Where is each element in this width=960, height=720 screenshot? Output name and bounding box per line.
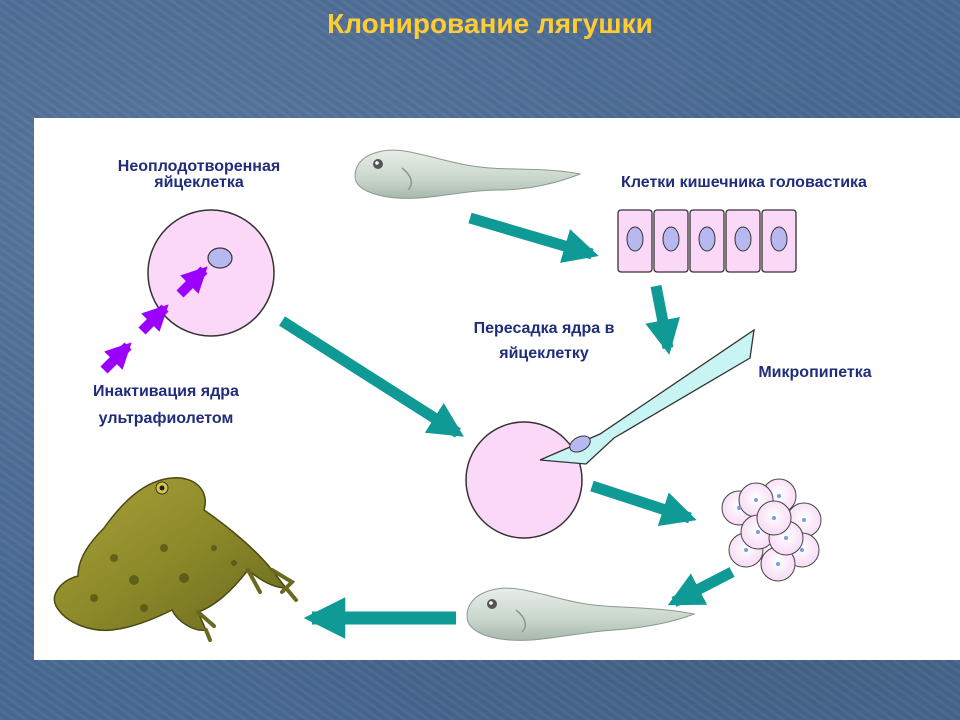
diagram-panel: Неоплодотворенная яйцеклетка Клетки кише… <box>34 118 960 660</box>
label-transplant-line1: Пересадка ядра в <box>473 320 615 337</box>
uv-arrows <box>100 266 208 374</box>
label-nucleus-transplant: Пересадка ядра в яйцеклетку <box>444 316 644 366</box>
slide-title: Клонирование лягушки <box>327 8 653 39</box>
intestine-cells <box>617 209 797 273</box>
label-uv-line1: Инактивация ядра <box>93 383 239 400</box>
arrow-cells-to-pipette <box>645 284 680 355</box>
adult-frog <box>53 477 298 642</box>
label-egg: Неоплодотворенная яйцеклетка <box>86 156 312 193</box>
blastula <box>721 478 822 582</box>
arrow-blastula-to-tadpole <box>667 567 735 607</box>
process-arrows <box>279 212 735 639</box>
label-micropipette: Микропипетка <box>758 364 872 381</box>
arrow-egg-to-recipient <box>279 316 464 438</box>
egg-nucleus <box>207 247 233 269</box>
tadpole-top <box>354 149 582 199</box>
arrow-tadpole-to-cells <box>468 212 599 263</box>
recipient-egg <box>465 421 583 539</box>
label-transplant-line2: яйцеклетку <box>499 345 589 362</box>
micropipette <box>539 328 755 465</box>
arrow-egg-to-blastula <box>590 480 697 526</box>
label-uv-line2: ультрафиолетом <box>98 410 234 427</box>
frog-cloning-diagram <box>53 149 822 642</box>
unfertilized-egg <box>147 209 275 337</box>
label-intestine-cells: Клетки кишечника головастика <box>621 174 867 191</box>
label-egg-line1: Неоплодотворенная <box>117 158 281 175</box>
label-egg-line2: яйцеклетка <box>154 174 244 191</box>
tadpole-bottom <box>466 587 696 641</box>
label-uv-inactivation: Инактивация ядра ультрафиолетом <box>64 378 268 432</box>
